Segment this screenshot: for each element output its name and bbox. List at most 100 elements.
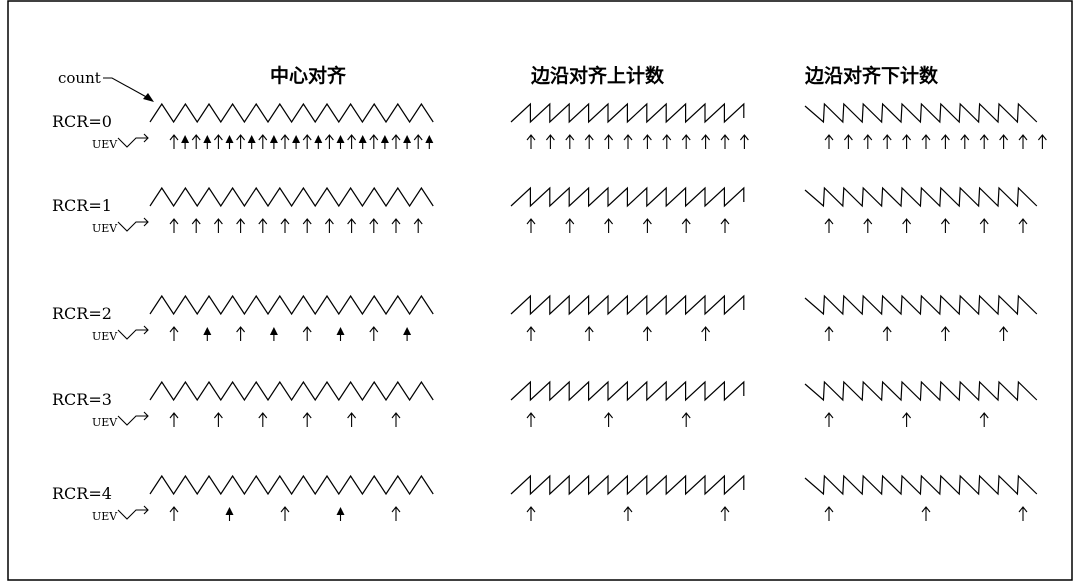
center-uev-arrow-rcr0-16 xyxy=(347,134,357,149)
center-uev-bold-arrow-rcr4-5 xyxy=(225,507,234,515)
uev-label-1: UEV xyxy=(92,222,118,235)
center-uev-bold-arrow-rcr0-13 xyxy=(314,135,323,143)
uev-pointer-head-1 xyxy=(143,217,149,227)
downcount-sawtooth-rcr0 xyxy=(804,102,1038,124)
uev-label-3: UEV xyxy=(92,416,118,429)
upcount-uev-arrow-rcr0-9 xyxy=(701,134,711,149)
center-uev-arrow-rcr1-14 xyxy=(324,218,334,233)
downcount-uev-arrow-rcr0-0 xyxy=(824,134,834,149)
uev-pointer-1 xyxy=(117,221,148,232)
center-uev-arrow-rcr1-12 xyxy=(302,218,312,233)
downcount-uev-arrow-rcr2-3 xyxy=(882,326,892,341)
upcount-uev-arrow-rcr0-5 xyxy=(623,134,633,149)
downcount-uev-arrow-rcr0-1 xyxy=(843,134,853,149)
center-uev-arrow-rcr0-10 xyxy=(280,134,290,149)
center-uev-arrow-rcr1-10 xyxy=(280,218,290,233)
upcount-uev-arrow-rcr2-6 xyxy=(642,326,652,341)
upcount-sawtooth-rcr1 xyxy=(510,186,745,208)
uev-label-4: UEV xyxy=(92,510,118,523)
center-uev-arrow-rcr0-22 xyxy=(413,134,423,149)
center-uev-arrow-rcr1-6 xyxy=(236,218,246,233)
uev-pointer-head-2 xyxy=(143,325,149,335)
center-uev-bold-arrow-rcr0-9 xyxy=(269,135,278,143)
downcount-uev-arrow-rcr3-4 xyxy=(902,412,912,427)
center-uev-bold-arrow-rcr0-3 xyxy=(203,135,212,143)
center-uev-arrow-rcr2-0 xyxy=(169,326,179,341)
header-center-aligned: 中心对齐 xyxy=(270,64,347,87)
header-edge-aligned-up: 边沿对齐上计数 xyxy=(530,64,665,87)
upcount-uev-arrow-rcr0-1 xyxy=(545,134,555,149)
downcount-uev-arrow-rcr1-0 xyxy=(824,218,834,233)
center-uev-arrow-rcr4-10 xyxy=(280,506,290,521)
upcount-sawtooth-rcr2 xyxy=(510,294,745,316)
center-uev-bold-arrow-rcr0-17 xyxy=(358,135,367,143)
rcr-label-1: RCR=1 xyxy=(52,196,112,215)
downcount-uev-arrow-rcr0-5 xyxy=(921,134,931,149)
center-triangle-wave-rcr2 xyxy=(149,294,434,316)
center-uev-bold-arrow-rcr0-1 xyxy=(181,135,190,143)
upcount-sawtooth-rcr4 xyxy=(510,474,745,496)
uev-pointer-4 xyxy=(117,509,148,520)
center-uev-arrow-rcr3-16 xyxy=(347,412,357,427)
downcount-uev-arrow-rcr3-8 xyxy=(979,412,989,427)
center-uev-bold-arrow-rcr2-9 xyxy=(269,327,278,335)
upcount-uev-arrow-rcr0-7 xyxy=(662,134,672,149)
downcount-sawtooth-rcr2 xyxy=(804,294,1038,316)
center-uev-arrow-rcr1-20 xyxy=(391,218,401,233)
downcount-uev-arrow-rcr0-3 xyxy=(882,134,892,149)
center-uev-arrow-rcr1-0 xyxy=(169,218,179,233)
rcr-label-4: RCR=4 xyxy=(52,484,112,503)
center-uev-arrow-rcr0-18 xyxy=(369,134,379,149)
center-uev-arrow-rcr4-0 xyxy=(169,506,179,521)
center-uev-arrow-rcr0-14 xyxy=(324,134,334,149)
upcount-uev-arrow-rcr1-8 xyxy=(681,218,691,233)
downcount-uev-arrow-rcr0-11 xyxy=(1037,134,1047,149)
upcount-uev-arrow-rcr3-4 xyxy=(604,412,614,427)
header-edge-aligned-down: 边沿对齐下计数 xyxy=(804,64,939,87)
upcount-uev-arrow-rcr1-6 xyxy=(642,218,652,233)
upcount-uev-arrow-rcr0-2 xyxy=(565,134,575,149)
upcount-uev-arrow-rcr4-5 xyxy=(623,506,633,521)
upcount-uev-arrow-rcr0-6 xyxy=(642,134,652,149)
center-triangle-wave-rcr3 xyxy=(149,380,434,402)
uev-pointer-head-0 xyxy=(143,133,149,143)
downcount-uev-arrow-rcr0-8 xyxy=(979,134,989,149)
downcount-uev-arrow-rcr1-2 xyxy=(863,218,873,233)
center-uev-arrow-rcr1-16 xyxy=(347,218,357,233)
center-uev-arrow-rcr0-2 xyxy=(191,134,201,149)
center-uev-arrow-rcr1-2 xyxy=(191,218,201,233)
rcr-label-3: RCR=3 xyxy=(52,390,112,409)
center-uev-arrow-rcr0-0 xyxy=(169,134,179,149)
downcount-uev-arrow-rcr1-4 xyxy=(902,218,912,233)
downcount-uev-arrow-rcr0-2 xyxy=(863,134,873,149)
center-uev-arrow-rcr3-0 xyxy=(169,412,179,427)
uev-pointer-head-3 xyxy=(143,411,149,421)
downcount-uev-arrow-rcr1-6 xyxy=(940,218,950,233)
downcount-uev-arrow-rcr0-9 xyxy=(999,134,1009,149)
uev-pointer-2 xyxy=(117,329,148,340)
upcount-uev-arrow-rcr0-4 xyxy=(604,134,614,149)
upcount-uev-arrow-rcr2-9 xyxy=(701,326,711,341)
downcount-uev-arrow-rcr4-10 xyxy=(1018,506,1028,521)
center-uev-arrow-rcr2-18 xyxy=(369,326,379,341)
upcount-uev-arrow-rcr0-8 xyxy=(681,134,691,149)
count-label: count xyxy=(58,69,101,87)
frame-border xyxy=(7,0,1073,581)
downcount-uev-arrow-rcr0-10 xyxy=(1018,134,1028,149)
center-uev-arrow-rcr1-4 xyxy=(213,218,223,233)
center-uev-bold-arrow-rcr0-15 xyxy=(336,135,345,143)
center-uev-arrow-rcr4-20 xyxy=(391,506,401,521)
upcount-uev-arrow-rcr2-3 xyxy=(584,326,594,341)
center-uev-bold-arrow-rcr0-11 xyxy=(292,135,301,143)
downcount-uev-arrow-rcr4-0 xyxy=(824,506,834,521)
center-uev-arrow-rcr3-20 xyxy=(391,412,401,427)
center-uev-bold-arrow-rcr0-5 xyxy=(225,135,234,143)
center-uev-arrow-rcr3-4 xyxy=(213,412,223,427)
center-uev-arrow-rcr0-8 xyxy=(258,134,268,149)
upcount-uev-arrow-rcr4-0 xyxy=(526,506,536,521)
downcount-uev-arrow-rcr0-7 xyxy=(960,134,970,149)
downcount-uev-arrow-rcr0-4 xyxy=(902,134,912,149)
center-uev-arrow-rcr0-4 xyxy=(213,134,223,149)
center-uev-arrow-rcr1-18 xyxy=(369,218,379,233)
upcount-uev-arrow-rcr1-2 xyxy=(565,218,575,233)
